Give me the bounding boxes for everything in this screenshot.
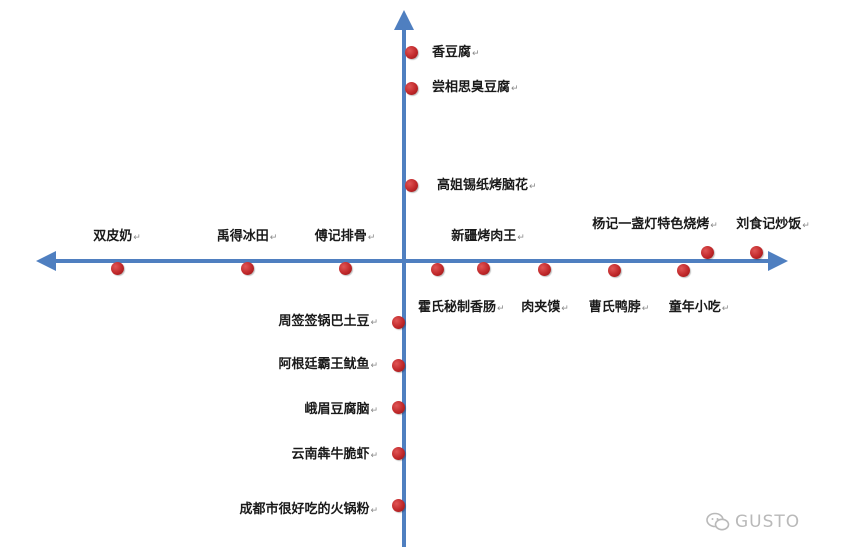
return-mark-icon: ↵	[529, 182, 537, 192]
item-label-text: 高姐锡纸烤脑花	[437, 178, 529, 193]
item-label-text: 成都市很好吃的火锅粉	[239, 502, 370, 517]
return-mark-icon: ↵	[710, 221, 718, 231]
item-dot-caoshi-yabo	[607, 263, 621, 277]
return-mark-icon: ↵	[370, 361, 378, 371]
return-mark-icon: ↵	[370, 451, 378, 461]
item-label-yangji-shaokao: 杨记一盏灯特色烧烤↵	[592, 217, 718, 234]
return-mark-icon: ↵	[641, 304, 650, 314]
item-dot-yangji-shaokao	[700, 245, 714, 259]
return-mark-icon: ↵	[370, 406, 378, 416]
item-label-caoshi-yabo: 曹氏鸭脖↵	[589, 300, 650, 317]
return-mark-icon: ↵	[472, 49, 480, 59]
item-dot-changxiang-si-choudoufu	[404, 81, 418, 95]
item-label-text: 香豆腐	[432, 45, 472, 60]
item-label-huoshi-xiangchang: 霍氏秘制香肠↵	[418, 300, 505, 317]
item-label-chengdu-huoguofen: 成都市很好吃的火锅粉↵	[239, 502, 378, 519]
return-mark-icon: ↵	[721, 304, 730, 314]
return-mark-icon: ↵	[802, 221, 810, 231]
item-label-text: 峨眉豆腐脑	[304, 402, 370, 417]
return-mark-icon: ↵	[561, 304, 569, 314]
item-label-text: 阿根廷霸王鱿鱼	[278, 357, 370, 372]
item-dot-chengdu-huoguofen	[391, 498, 405, 512]
item-dot-agenting-youyu	[391, 358, 405, 372]
item-label-text: 双皮奶	[93, 229, 133, 244]
item-label-tongnian-xiaochi: 童年小吃↵	[669, 300, 730, 317]
return-mark-icon: ↵	[370, 506, 378, 516]
item-label-zhou-boboguo-tudou: 周签签锅巴土豆↵	[278, 314, 378, 331]
item-label-text: 傅记排骨	[314, 229, 367, 244]
item-dot-fuji-paigu	[338, 261, 352, 275]
item-label-changxiang-si-choudoufu: 尝相思臭豆腐↵	[432, 80, 519, 97]
item-label-liushiji-chaofan: 刘食记炒饭↵	[736, 217, 810, 234]
item-label-emei-doufunao: 峨眉豆腐脑↵	[304, 402, 378, 419]
item-label-agenting-youyu: 阿根廷霸王鱿鱼↵	[278, 357, 378, 374]
item-dot-huoshi-xiangchang	[430, 262, 444, 276]
item-label-text: 尝相思臭豆腐	[432, 80, 511, 95]
item-label-text: 云南犇牛脆虾	[291, 447, 370, 462]
return-mark-icon: ↵	[269, 233, 278, 243]
watermark: GUSTO	[706, 512, 800, 532]
item-label-gaojie-xizhi-naohua: 高姐锡纸烤脑花↵	[437, 178, 537, 195]
item-dot-roujiamo	[537, 262, 551, 276]
item-dot-tongnian-xiaochi	[676, 263, 690, 277]
item-dot-yude-bingtian	[240, 261, 254, 275]
item-dot-xinjiang-kaorouwang	[476, 261, 490, 275]
item-label-yunnan-niuniu-cuixia: 云南犇牛脆虾↵	[291, 447, 378, 464]
item-label-text: 曹氏鸭脖	[588, 300, 641, 315]
item-dot-zhou-boboguo-tudou	[391, 315, 405, 329]
item-label-xinjiang-kaorouwang: 新疆烤肉王↵	[451, 229, 525, 246]
item-label-text: 新疆烤肉王	[451, 229, 517, 244]
item-label-xiang-doufu: 香豆腐↵	[432, 45, 480, 62]
item-label-roujiamo: 肉夹馍↵	[521, 300, 569, 317]
item-dot-liushiji-chaofan	[749, 245, 763, 259]
item-label-yude-bingtian: 禹得冰田↵	[217, 229, 278, 246]
return-mark-icon: ↵	[497, 304, 505, 314]
return-mark-icon: ↵	[511, 84, 519, 94]
item-label-text: 杨记一盏灯特色烧烤	[592, 217, 710, 232]
item-dot-gaojie-xizhi-naohua	[404, 178, 418, 192]
item-dot-emei-doufunao	[391, 400, 405, 414]
item-label-fuji-paigu: 傅记排骨↵	[315, 229, 376, 246]
item-label-text: 霍氏秘制香肠	[418, 300, 497, 315]
item-dot-shuangpinai	[110, 261, 124, 275]
watermark-text: GUSTO	[735, 512, 801, 532]
item-label-shuangpinai: 双皮奶↵	[93, 229, 141, 246]
return-mark-icon: ↵	[517, 233, 525, 243]
item-label-text: 肉夹馍	[521, 300, 561, 315]
item-dot-xiang-doufu	[404, 45, 418, 59]
return-mark-icon: ↵	[370, 318, 378, 328]
item-label-text: 童年小吃	[668, 300, 721, 315]
return-mark-icon: ↵	[367, 233, 376, 243]
item-label-text: 周签签锅巴土豆	[278, 314, 370, 329]
return-mark-icon: ↵	[133, 233, 141, 243]
item-label-text: 禹得冰田	[216, 229, 269, 244]
item-label-text: 刘食记炒饭	[736, 217, 802, 232]
wechat-icon	[706, 512, 730, 531]
item-dot-yunnan-niuniu-cuixia	[391, 446, 405, 460]
